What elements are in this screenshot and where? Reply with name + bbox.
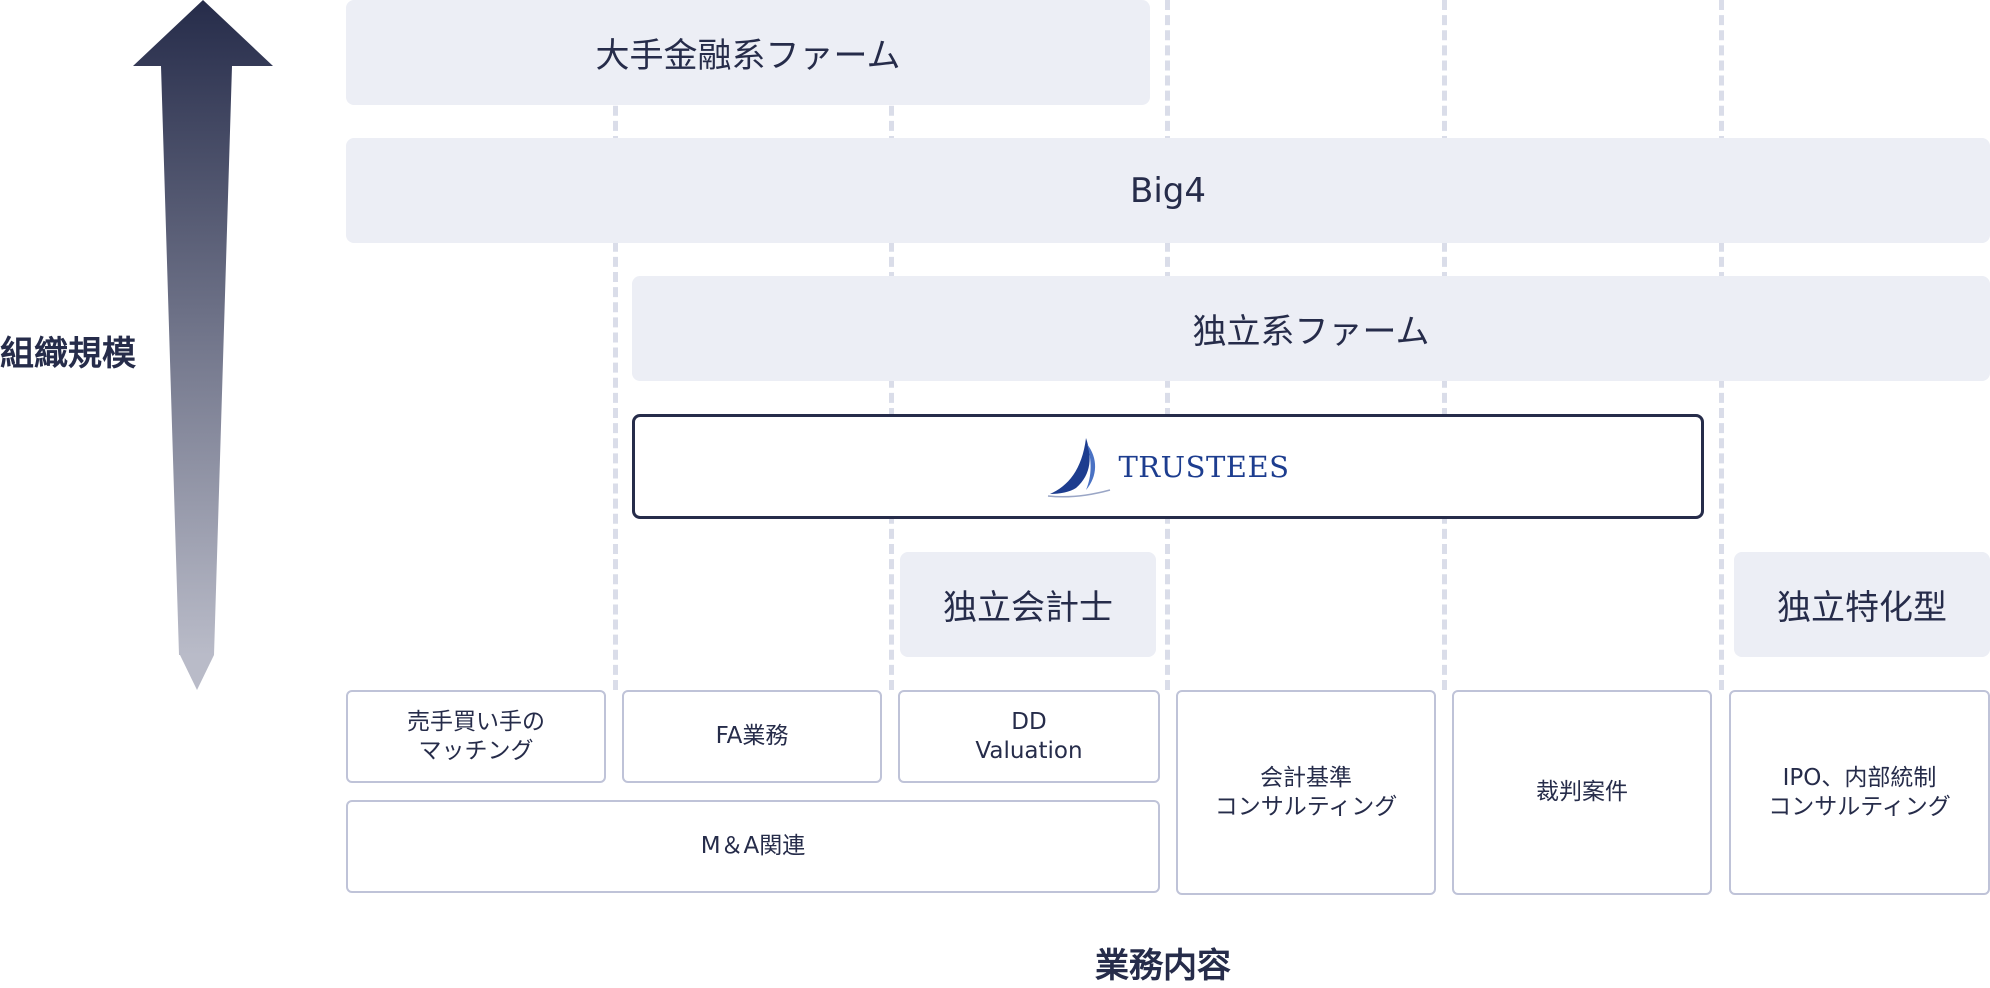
independent-accountant-band: 独立会計士 [900, 552, 1156, 657]
trustees-logo: TRUSTEES [1046, 436, 1289, 498]
service-ipo-internal-control: IPO、内部統制 コンサルティング [1729, 690, 1990, 895]
horizontal-axis-label: 業務内容 [1095, 946, 1231, 986]
service-matching: 売手買い手の マッチング [346, 690, 606, 783]
trustees-band: TRUSTEES [632, 414, 1704, 519]
service-ma-related: M＆A関連 [346, 800, 1160, 893]
large-financial-firm-band: 大手金融系ファーム [346, 0, 1150, 105]
vertical-axis-label: 組織規模 [0, 334, 136, 374]
trustees-logo-text: TRUSTEES [1118, 449, 1290, 484]
service-litigation: 裁判案件 [1452, 690, 1712, 895]
independent-specialized-band: 独立特化型 [1734, 552, 1990, 657]
sail-logo-icon [1048, 437, 1111, 497]
column-divider [613, 0, 618, 690]
big4-band: Big4 [346, 138, 1990, 243]
service-accounting-standards: 会計基準 コンサルティング [1176, 690, 1436, 895]
scale-arrow-icon [133, 0, 273, 690]
service-dd-valuation: DD Valuation [898, 690, 1160, 783]
service-fa: FA業務 [622, 690, 882, 783]
independent-firm-band: 独立系ファーム [632, 276, 1990, 381]
